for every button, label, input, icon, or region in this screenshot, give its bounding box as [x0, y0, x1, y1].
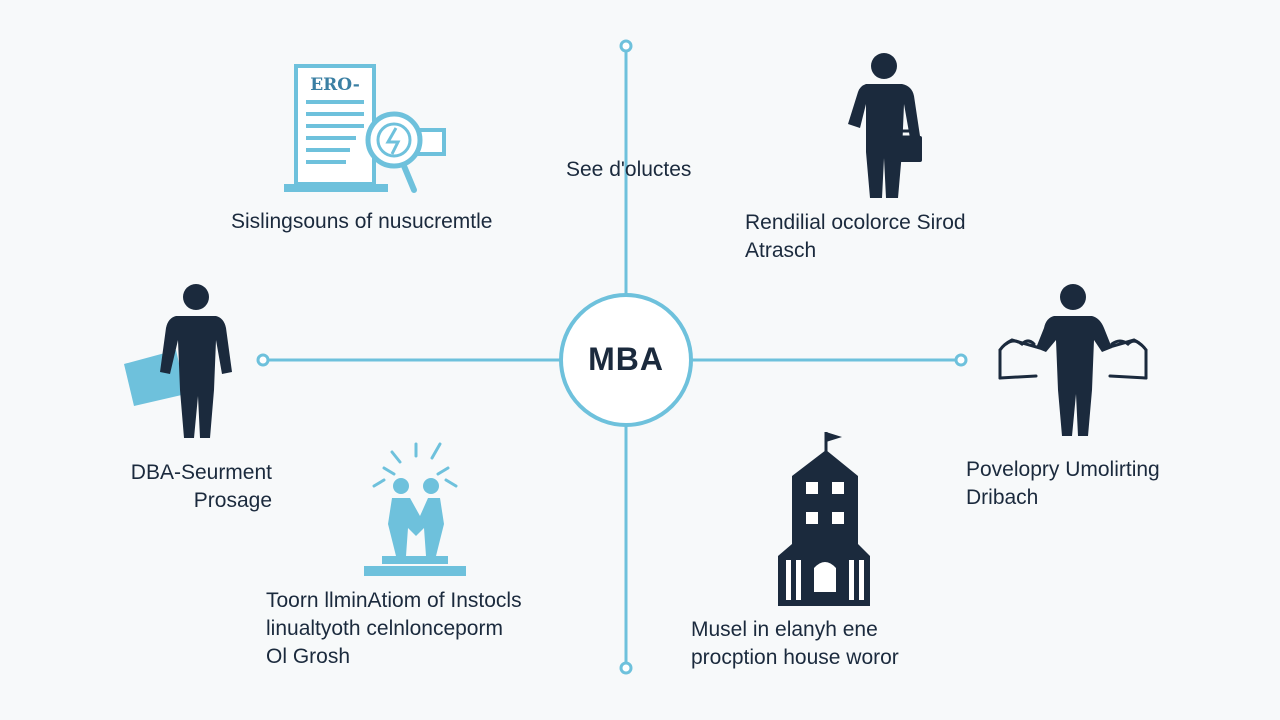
node-text-line: Prosage — [193, 489, 272, 512]
dot-right — [954, 353, 968, 367]
node-bottom-right: Musel in elanyh ene procption house woro… — [691, 616, 899, 672]
node-top-left: Sislingsouns of nusucremtle — [231, 208, 492, 236]
node-middle-left: DBA-Seurment Prosage — [116, 459, 272, 515]
node-text-line: Sislingsouns of nusucremtle — [231, 210, 493, 233]
node-text-line: DBA-Seurment — [130, 461, 272, 484]
dot-top — [619, 39, 633, 53]
school-building-icon — [778, 432, 870, 606]
connector-end-dots — [256, 39, 968, 675]
node-top-center: See d'oluctes — [566, 156, 691, 184]
node-text-line: Ol Grosh — [266, 645, 351, 668]
svg-text:ERO-: ERO- — [310, 75, 360, 95]
node-text-line: Povelopry Umolirting — [966, 458, 1160, 481]
handshake-icon — [364, 442, 466, 576]
dot-left — [256, 353, 270, 367]
node-text-line: linualtyoth celnlonceporm — [266, 617, 503, 640]
node-text-line: Rendilial ocolorce Sirod — [745, 211, 966, 234]
node-bottom-left: Toorn llminAtiom of Instocls linualtyoth… — [266, 587, 522, 671]
dot-bottom — [619, 661, 633, 675]
node-middle-right: Povelopry Umolirting Dribach — [966, 456, 1160, 512]
center-node — [559, 293, 693, 427]
node-text-line: See d'oluctes — [566, 158, 692, 181]
node-text-line: Dribach — [966, 486, 1039, 509]
person-document-icon — [124, 284, 232, 438]
node-top-right: Rendilial ocolorce Sirod Atrasch — [745, 209, 966, 265]
node-text-line: Atrasch — [745, 239, 817, 262]
person-briefcase-icon — [848, 53, 922, 198]
document-magnifier-icon: ERO- — [284, 64, 446, 193]
connector-lines — [268, 52, 956, 662]
person-scale-icon — [998, 284, 1148, 436]
node-text-line: Musel in elanyh ene — [691, 618, 878, 641]
node-text-line: Toorn llminAtiom of Instocls — [266, 589, 522, 612]
node-text-line: procption house woror — [691, 646, 899, 669]
center-label: MBA — [588, 341, 664, 377]
